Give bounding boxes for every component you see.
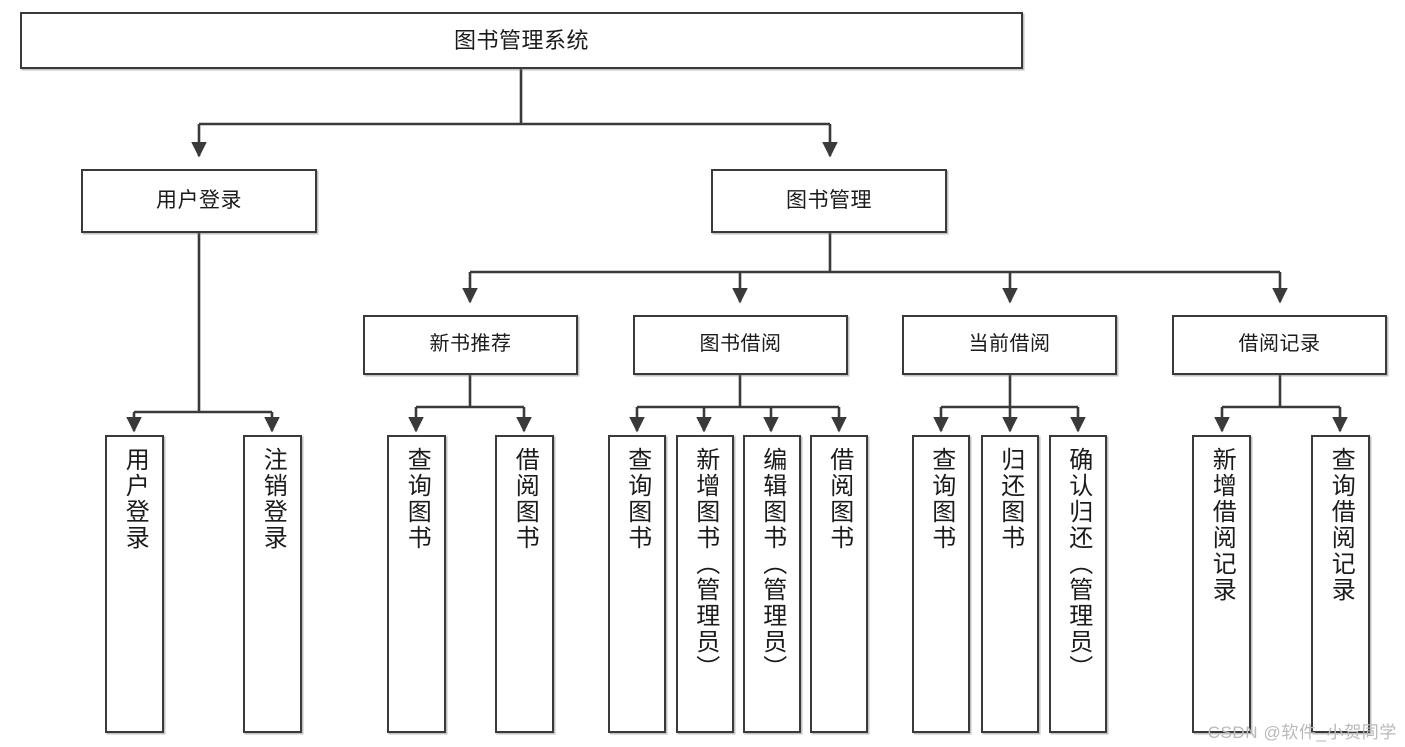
node-label: 查询图书 [403,447,431,551]
node-label: 确认归还（管理员） [1064,447,1092,681]
node-label: 新书推荐 [429,333,512,356]
node-label: 当前借阅 [968,333,1051,356]
node-root-book-management-system[interactable]: 图书管理系统 [20,12,1023,69]
node-book-management[interactable]: 图书管理 [711,169,947,233]
leaf-current-borrow-confirm-return-admin[interactable]: 确认归还（管理员） [1049,435,1107,733]
node-label: 用户登录 [156,188,242,212]
node-label: 借阅记录 [1238,333,1321,356]
node-label: 图书管理 [786,188,872,212]
node-label: 借阅图书 [511,447,539,551]
leaf-book-borrow-edit-book-admin[interactable]: 编辑图书（管理员） [743,435,801,733]
node-label: 注销登录 [259,447,287,551]
node-label: 新增借阅记录 [1208,447,1236,603]
node-user-login[interactable]: 用户登录 [81,169,317,233]
leaf-book-borrow-query-books[interactable]: 查询图书 [608,435,666,733]
node-label: 用户登录 [121,447,149,551]
leaf-book-borrow-borrow-books[interactable]: 借阅图书 [810,435,868,733]
node-label: 查询图书 [623,447,651,551]
leaf-user-login-signin[interactable]: 用户登录 [105,435,164,733]
csdn-watermark: CSDN @软件_小贺同学 [1207,723,1397,742]
node-label: 归还图书 [996,447,1024,551]
node-label: 查询图书 [927,447,955,551]
node-new-book-recommend[interactable]: 新书推荐 [363,315,578,375]
node-borrow-record[interactable]: 借阅记录 [1172,315,1387,375]
node-label: 图书借阅 [699,333,782,356]
leaf-new-book-query-books[interactable]: 查询图书 [387,435,446,733]
leaf-current-borrow-query-books[interactable]: 查询图书 [912,435,970,733]
leaf-current-borrow-return-books[interactable]: 归还图书 [981,435,1039,733]
node-label: 新增图书（管理员） [691,447,719,681]
node-book-borrow[interactable]: 图书借阅 [633,315,848,375]
leaf-book-borrow-add-book-admin[interactable]: 新增图书（管理员） [676,435,734,733]
leaf-borrow-record-query-record[interactable]: 查询借阅记录 [1311,435,1370,733]
leaf-user-login-signout[interactable]: 注销登录 [243,435,302,733]
node-label: 查询借阅记录 [1327,447,1355,603]
node-label: 借阅图书 [825,447,853,551]
node-label: 图书管理系统 [453,27,589,53]
node-label: 编辑图书（管理员） [758,447,786,681]
leaf-borrow-record-add-record[interactable]: 新增借阅记录 [1192,435,1251,733]
leaf-new-book-borrow-books[interactable]: 借阅图书 [495,435,554,733]
node-current-borrow[interactable]: 当前借阅 [902,315,1117,375]
